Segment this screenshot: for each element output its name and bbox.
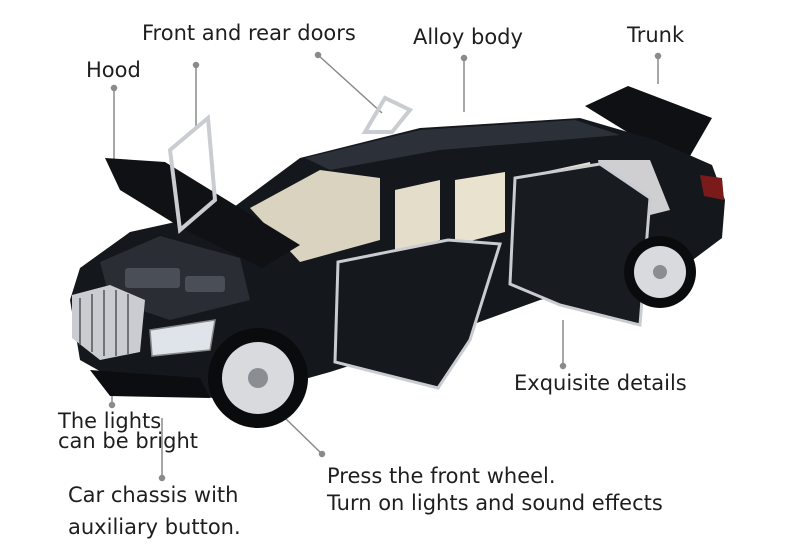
front-door-open	[333, 238, 502, 390]
front-interior	[395, 180, 440, 255]
label-chassis-1: Car chassis with	[68, 483, 239, 507]
front-wheel	[208, 328, 308, 428]
label-hood: Hood	[86, 58, 141, 82]
label-wheel-1: Press the front wheel.	[327, 464, 556, 488]
label-alloy-body: Alloy body	[413, 25, 523, 49]
roof-highlight	[305, 120, 620, 170]
tail-light	[700, 175, 724, 200]
rear-door-frame	[361, 95, 414, 134]
label-details: Exquisite details	[514, 371, 687, 395]
label-wheel-2: Turn on lights and sound effects	[327, 491, 663, 515]
label-trunk: Trunk	[627, 23, 685, 47]
rear-wheel	[624, 236, 696, 308]
headlight	[149, 319, 216, 357]
rear-door-open	[508, 162, 652, 327]
front-bumper	[90, 370, 210, 398]
engine-detail	[125, 268, 225, 292]
front-door-frame	[167, 113, 218, 234]
trunk-lid	[585, 86, 712, 156]
grille	[72, 285, 145, 360]
middle-interior	[455, 172, 505, 245]
label-lights-1: The lights	[58, 409, 162, 433]
label-doors: Front and rear doors	[142, 21, 356, 45]
label-lights-2: can be bright	[58, 429, 198, 453]
grille-bars	[79, 290, 129, 356]
label-chassis-2: auxiliary button.	[68, 515, 241, 539]
